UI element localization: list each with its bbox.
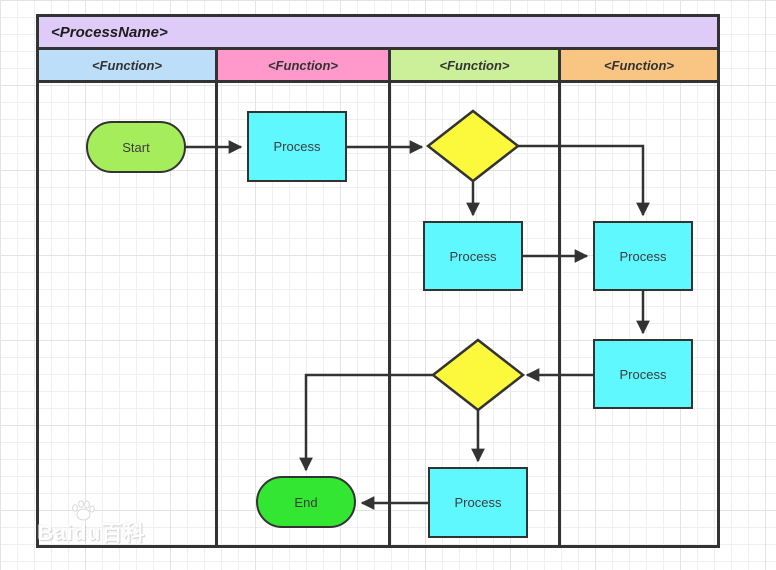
lane-body-row bbox=[39, 83, 717, 545]
start-node[interactable]: Start bbox=[86, 121, 186, 173]
lane-column-2 bbox=[218, 83, 391, 545]
lane-column-3 bbox=[391, 83, 561, 545]
diagram-frame: <ProcessName> <Function> <Function> <Fun… bbox=[36, 14, 720, 548]
end-node-label: End bbox=[294, 494, 318, 510]
process-title: <ProcessName> bbox=[51, 23, 168, 41]
process-title-bar[interactable]: <ProcessName> bbox=[39, 17, 717, 50]
process-node-3-label: Process bbox=[619, 248, 667, 264]
process-node-2[interactable]: Process bbox=[423, 221, 523, 291]
lane-header-3-label: <Function> bbox=[439, 57, 510, 73]
lane-header-2-label: <Function> bbox=[267, 57, 339, 73]
lane-column-4 bbox=[561, 83, 717, 545]
lane-header-row: <Function> <Function> <Function> <Functi… bbox=[39, 50, 717, 83]
process-node-1-label: Process bbox=[273, 139, 321, 154]
lane-header-4[interactable]: <Function> bbox=[561, 50, 717, 80]
baidu-watermark: Baidu百科 bbox=[38, 522, 146, 545]
lane-header-1[interactable]: <Function> bbox=[39, 50, 218, 80]
process-node-4-label: Process bbox=[619, 366, 667, 382]
process-node-5[interactable]: Process bbox=[428, 467, 528, 538]
baidu-paw-icon bbox=[72, 500, 95, 521]
lane-header-3[interactable]: <Function> bbox=[391, 50, 561, 80]
process-node-2-label: Process bbox=[449, 248, 497, 264]
process-node-3[interactable]: Process bbox=[593, 221, 693, 291]
process-node-4[interactable]: Process bbox=[593, 339, 693, 409]
lane-header-1-label: <Function> bbox=[91, 57, 163, 73]
lane-header-4-label: <Function> bbox=[603, 57, 675, 73]
end-node[interactable]: End bbox=[256, 476, 356, 528]
lane-header-2[interactable]: <Function> bbox=[218, 50, 391, 80]
process-node-1[interactable]: Process bbox=[247, 111, 347, 182]
start-node-label: Start bbox=[122, 139, 150, 155]
lane-column-1 bbox=[39, 83, 218, 545]
process-node-5-label: Process bbox=[454, 495, 502, 510]
